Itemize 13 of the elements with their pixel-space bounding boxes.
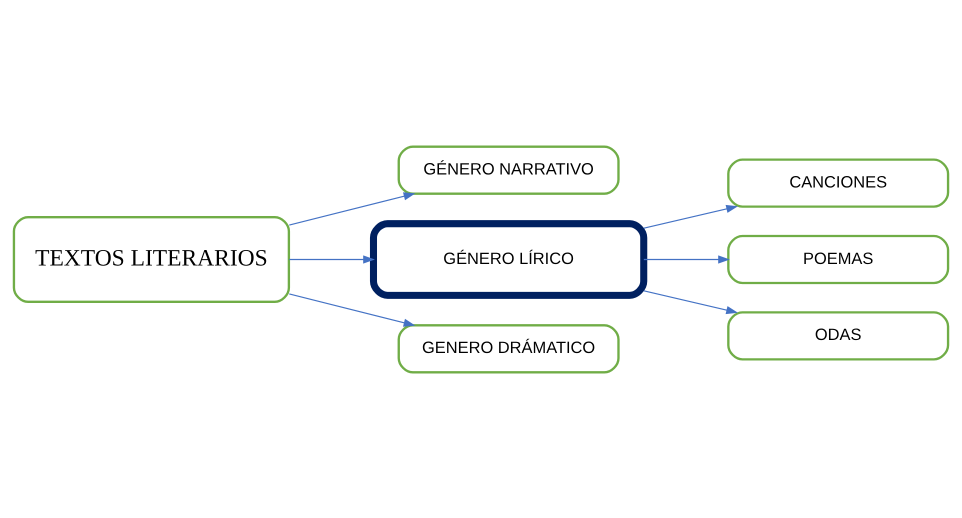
node-box: TEXTOS LITERARIOS [12,216,290,302]
node-box: GÉNERO NARRATIVO [398,145,620,194]
node-box: ODAS [727,310,950,360]
arrow [644,254,730,264]
node-box: CANCIONES [727,158,950,208]
arrow [289,192,416,226]
node-box: GENERO DRÁMATICO [398,324,620,373]
arrow [289,292,416,326]
arrow [289,254,375,264]
arrow [644,204,738,228]
arrow [644,290,738,314]
node-box: GÉNERO LÍRICO [370,220,648,298]
node-box: POEMAS [727,234,950,284]
